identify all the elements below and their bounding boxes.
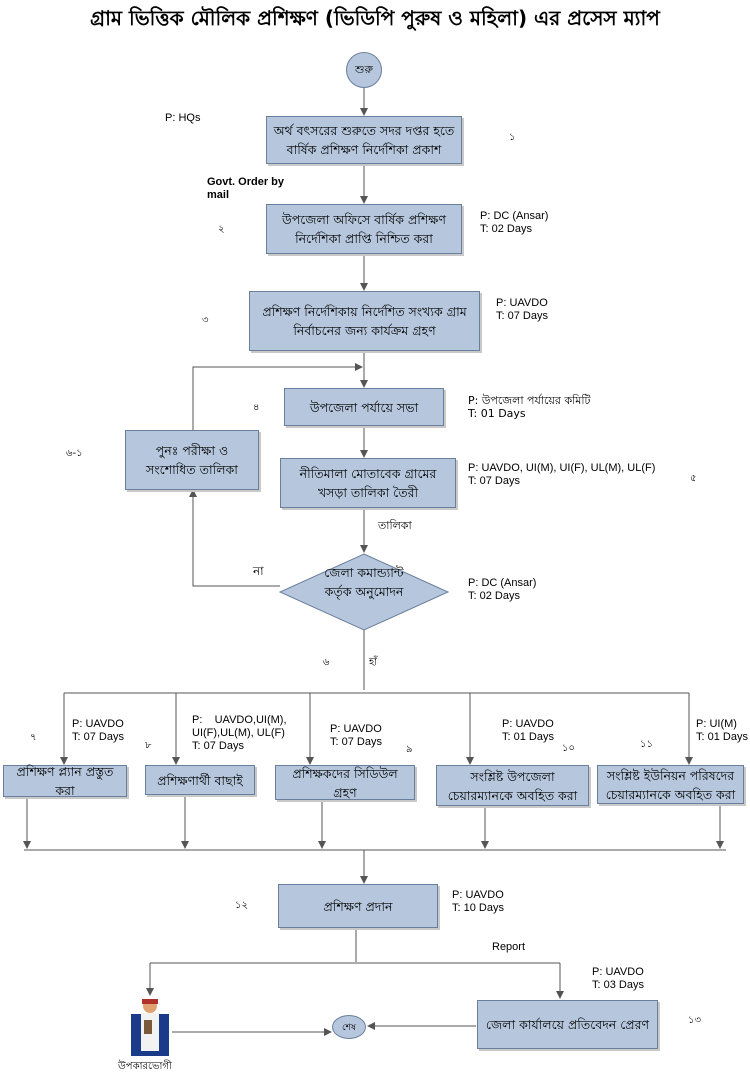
annotation-step-4: P: উপজেলা পর্যায়ের কমিটি T: 01 Days <box>468 394 591 420</box>
step-13-text: জেলা কার্যালয়ে প্রতিবেদন প্রেরণ <box>485 1017 650 1032</box>
step-5-text: নীতিমালা মোতাবেক গ্রামের খসড়া তালিকা তৈ… <box>299 466 437 500</box>
step-number-13: ১৩ <box>688 1015 701 1026</box>
beneficiary-icon <box>131 999 169 1056</box>
step-number-7: ৭ <box>30 732 37 743</box>
annotation-step-2: P: DC (Ansar) T: 02 Days <box>480 210 549 235</box>
beneficiary-label: উপকারভোগী <box>118 1061 172 1072</box>
step-11-box: সংশ্লিষ্ট ইউনিয়ন পরিষদের চেয়ারম্যানকে … <box>597 765 744 804</box>
step-9-box: প্রশিক্ষকদের সিডিউল গ্রহণ <box>275 765 415 800</box>
step-12-box: প্রশিক্ষণ প্রদান <box>278 884 438 928</box>
step-number-3: ৩ <box>202 315 209 326</box>
step-12-text: প্রশিক্ষণ প্রদান <box>323 898 393 914</box>
step-number-1: ১ <box>509 132 516 143</box>
step-number-4: ৪ <box>253 402 260 413</box>
annotation-step-10: P: UAVDO T: 01 Days <box>502 718 554 743</box>
step-1-text: অর্থ বৎসরের শুরুতে সদর দপ্তর হতে বার্ষিক… <box>273 123 455 157</box>
step-3-box: প্রশিক্ষণ নির্দেশিকায় নির্দেশিত সংখ্যক … <box>249 291 480 351</box>
step-4-text: উপজেলা পর্যায়ে সভা <box>309 399 419 415</box>
step-11-text: সংশ্লিষ্ট ইউনিয়ন পরিষদের চেয়ারম্যানকে … <box>605 767 736 802</box>
step-number-10: ১০ <box>562 743 575 754</box>
step-number-11: ১১ <box>640 739 653 750</box>
end-node: শেষ <box>332 1015 366 1039</box>
step-2-box: উপজেলা অফিসে বার্ষিক প্রশিক্ষণ নির্দেশিক… <box>266 204 462 254</box>
start-node: শুরু <box>346 52 382 88</box>
report-label: Report <box>492 941 526 953</box>
step-number-5: ৫ <box>690 473 697 484</box>
step-4-box: উপজেলা পর্যায়ে সভা <box>284 388 444 426</box>
step-6-1-text: পুনঃ পরীক্ষা ও সংশোধিত তালিকা <box>146 443 238 477</box>
decision-text: জেলা কমান্ড্যান্ট কর্তৃক অনুমোদন <box>324 565 404 599</box>
annotation-step-9: P: UAVDO T: 07 Days <box>330 723 382 748</box>
step-9-text: প্রশিক্ষকদের সিডিউল গ্রহণ <box>292 765 398 800</box>
govt-order-label: Govt. Order by mail <box>207 176 285 201</box>
annotation-step-3: P: UAVDO T: 07 Days <box>496 297 548 322</box>
annotation-decision: P: DC (Ansar) T: 02 Days <box>468 577 537 602</box>
annotation-step-1: P: HQs <box>165 112 201 124</box>
annotation-step-12: P: UAVDO T: 10 Days <box>452 889 504 914</box>
page-title: গ্রাম ভিত্তিক মৌলিক প্রশিক্ষণ (ভিডিপি পু… <box>90 6 660 30</box>
step-3-text: প্রশিক্ষণ নির্দেশিকায় নির্দেশিত সংখ্যক … <box>262 304 467 338</box>
yes-label: হাঁ <box>369 657 378 668</box>
step-number-9: ৯ <box>406 744 413 755</box>
step-number-6-1: ৬-১ <box>66 448 83 459</box>
start-label: শুরু <box>355 62 373 76</box>
step-6-1-box: পুনঃ পরীক্ষা ও সংশোধিত তালিকা <box>125 430 259 490</box>
step-2-text: উপজেলা অফিসে বার্ষিক প্রশিক্ষণ নির্দেশিক… <box>282 212 446 246</box>
step-5-box: নীতিমালা মোতাবেক গ্রামের খসড়া তালিকা তৈ… <box>280 458 456 508</box>
annotation-step-13: P: UAVDO T: 03 Days <box>592 966 644 991</box>
end-label: শেষ <box>342 1022 356 1033</box>
step-10-box: সংশ্লিষ্ট উপজেলা চেয়ারম্যানকে অবহিত করা <box>436 765 589 806</box>
step-number-12: ১২ <box>235 900 248 911</box>
annotation-step-7: P: UAVDO T: 07 Days <box>72 718 124 743</box>
step-1-box: অর্থ বৎসরের শুরুতে সদর দপ্তর হতে বার্ষিক… <box>266 116 462 164</box>
step-7-box: প্রশিক্ষণ প্ল্যান প্রস্তুত করা <box>3 764 127 798</box>
step-8-box: প্রশিক্ষণার্থী বাছাই <box>145 765 255 795</box>
talika-label: তালিকা <box>378 519 412 532</box>
step-10-text: সংশ্লিষ্ট উপজেলা চেয়ারম্যানকে অবহিত করা <box>447 768 578 803</box>
no-label: না <box>253 564 264 578</box>
step-7-text: প্রশিক্ষণ প্ল্যান প্রস্তুত করা <box>16 764 114 798</box>
step-number-8: ৮ <box>145 740 152 751</box>
annotation-step-11: P: UI(M) T: 01 Days <box>696 718 748 743</box>
annotation-step-8: P: UAVDO,UI(M), UI(F),UL(M), UL(F) T: 07… <box>192 714 287 752</box>
step-8-text: প্রশিক্ষণার্থী বাছাই <box>157 772 243 788</box>
step-number-2: ২ <box>218 224 225 235</box>
decision-diamond <box>278 553 450 631</box>
annotation-step-5: P: UAVDO, UI(M), UI(F), UL(M), UL(F) T: … <box>468 462 656 487</box>
step-number-6: ৬ <box>323 657 330 668</box>
step-13-box: জেলা কার্যালয়ে প্রতিবেদন প্রেরণ <box>477 1000 658 1049</box>
